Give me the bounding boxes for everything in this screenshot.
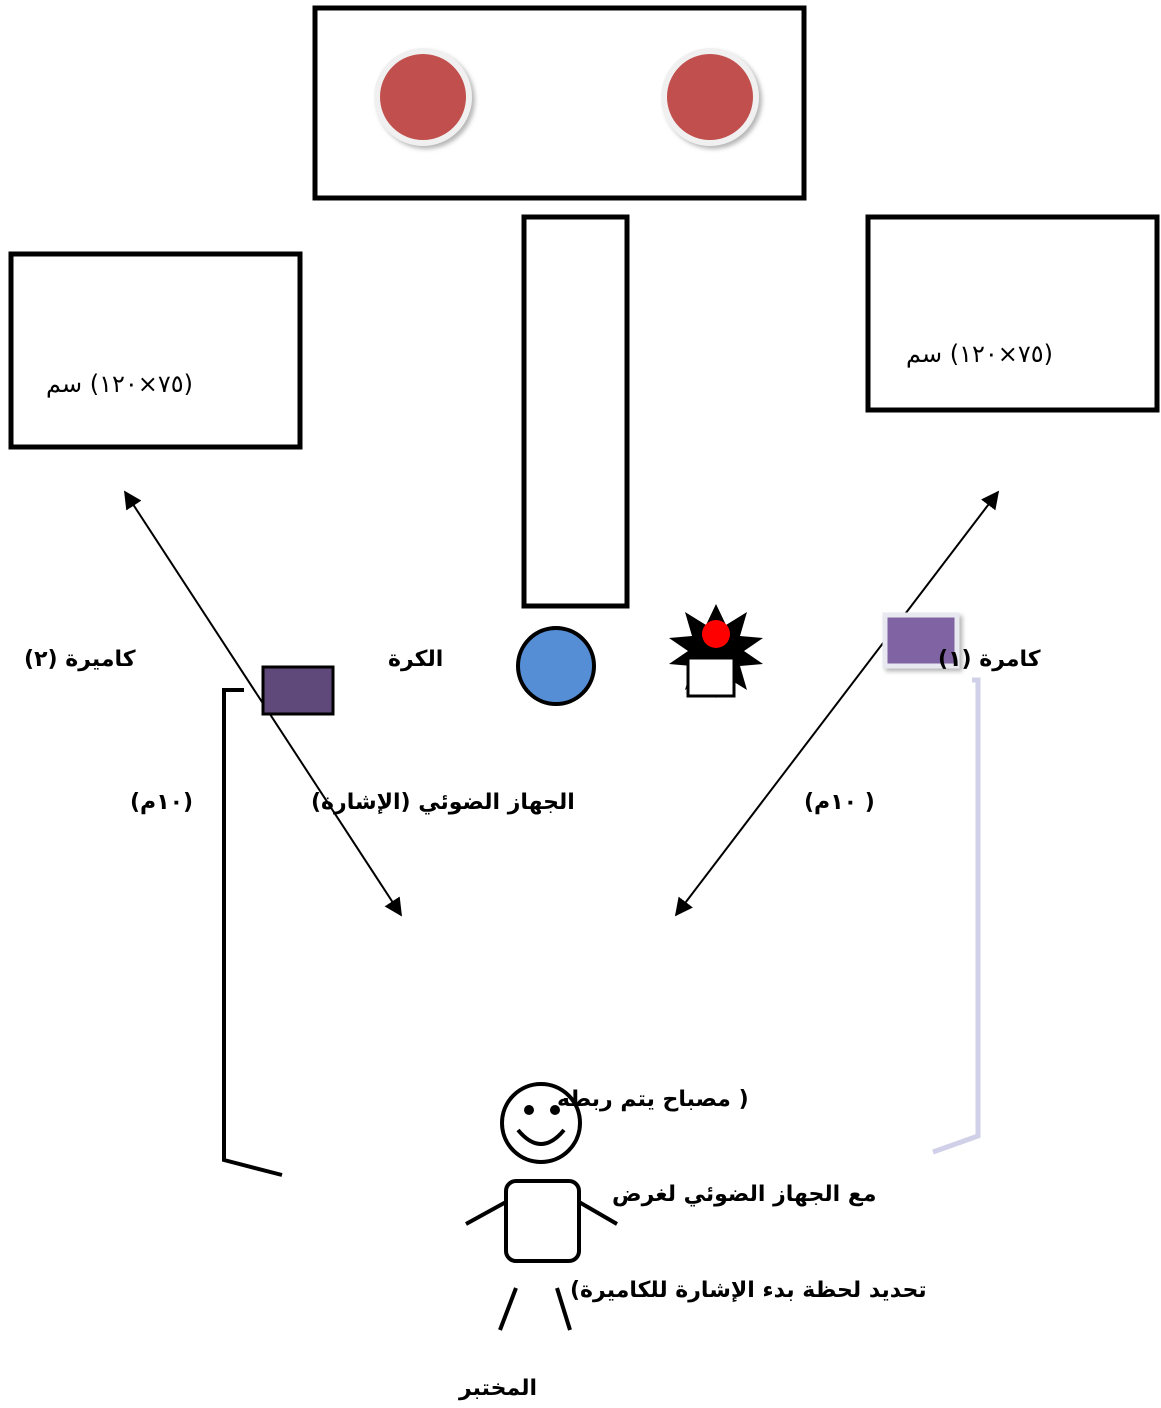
camera-2-label: كاميرة (٢): [24, 647, 136, 672]
distance-arrow-right: [674, 490, 1000, 917]
lamp-note-line2: مع الجهاز الضوئي لغرض: [612, 1182, 877, 1207]
distance-label-right: ( ١٠م): [804, 790, 875, 815]
goal-circle-left: [374, 48, 472, 146]
camera-1-stand: [932, 677, 981, 1155]
tester-head: [500, 1082, 582, 1164]
target-box-right-dimension: (٧٥×١٢٠) سم: [906, 340, 1054, 368]
tester-leg-left: [498, 1287, 518, 1331]
center-post: [521, 214, 630, 609]
lamp-note-line3: تحديد لحظة بدء الإشارة للكاميرة): [570, 1278, 927, 1303]
tester-eye-right: [550, 1105, 560, 1115]
target-box-right: [865, 214, 1160, 413]
lamp-note-line1: ( مصباح يتم ربطه: [557, 1087, 749, 1112]
ball: [516, 626, 596, 706]
tester-arm-right: [577, 1200, 619, 1226]
ball-label: الكرة: [388, 647, 444, 672]
target-box-left: [8, 251, 303, 450]
target-box-left-dimension: (٧٥×١٢٠) سم: [46, 370, 194, 398]
tester-label: المختبر: [459, 1376, 538, 1401]
tester-leg-right: [555, 1287, 572, 1331]
tester-figure: [465, 1082, 619, 1331]
camera-1-label: كامرة (١): [938, 647, 1041, 672]
lamp-bulb-icon: [702, 620, 730, 648]
tester-smile: [516, 1128, 566, 1146]
light-device-label: الجهاز الضوئي (الإشارة): [311, 790, 575, 815]
goal-circle-right: [661, 48, 759, 146]
tester-eye-left: [524, 1105, 534, 1115]
tester-body: [504, 1179, 581, 1263]
camera-2: [261, 665, 335, 716]
lamp-base: [686, 656, 736, 698]
distance-label-left: (١٠م): [130, 790, 194, 815]
camera-2-stand: [222, 688, 283, 1177]
camera-1: [882, 612, 960, 669]
tester-arm-left: [465, 1200, 507, 1226]
